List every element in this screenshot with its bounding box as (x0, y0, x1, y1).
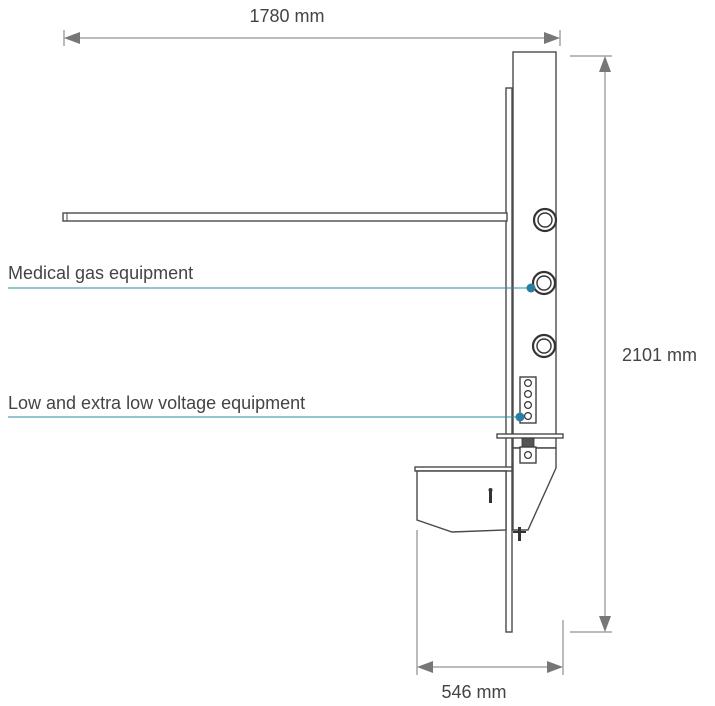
callout-medical-gas: Medical gas equipment (8, 263, 536, 293)
electrical-sockets (519, 376, 537, 464)
boom-arm (62, 212, 508, 222)
gas-outlet-1 (532, 207, 558, 233)
depth-dimension: 546 mm (416, 530, 564, 702)
small-shelf (496, 433, 564, 448)
callout-low-voltage: Low and extra low voltage equipment (8, 393, 525, 422)
gas-outlet-2 (531, 270, 557, 296)
drawer-cabinet (414, 466, 513, 533)
height-dimension-label: 2101 mm (622, 345, 697, 365)
width-dimension-label: 1780 mm (249, 6, 324, 26)
gas-outlet-3 (531, 333, 557, 359)
width-dimension: 1780 mm (63, 6, 561, 46)
height-dimension: 2101 mm (570, 55, 697, 633)
callout-low-voltage-label: Low and extra low voltage equipment (8, 393, 305, 413)
callout-medical-gas-label: Medical gas equipment (8, 263, 193, 283)
depth-dimension-label: 546 mm (441, 682, 506, 702)
vertical-rail (505, 87, 513, 633)
foot-lever (513, 527, 526, 541)
